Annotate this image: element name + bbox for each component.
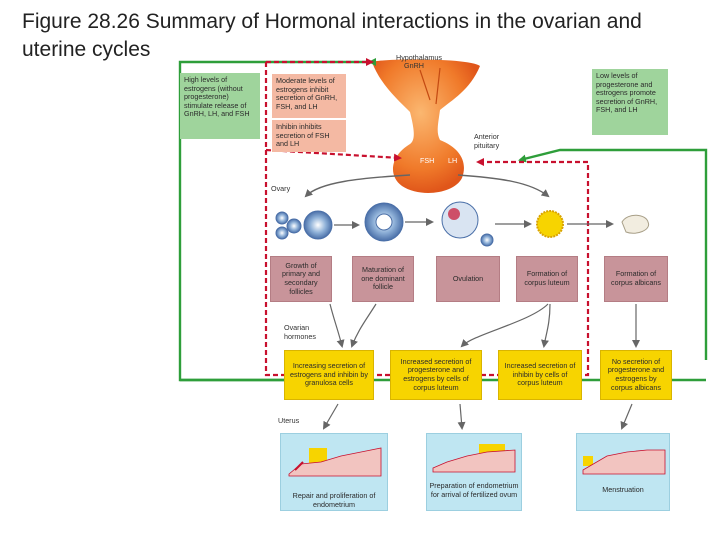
low-levels-box: Low levels of progesterone and estrogens… [592, 69, 668, 135]
endometrium-repair-illustration [288, 447, 382, 477]
label-fsh: FSH [420, 156, 435, 165]
uterus-arrows [322, 403, 633, 430]
uterus-panel-preparation: Preparation of endometrium for arrival o… [426, 433, 522, 511]
label-anterior-pituitary: Anterior pituitary [474, 132, 500, 150]
ovary-stage-2: Maturation of one dominant follicle [352, 256, 414, 302]
label-lh: LH [448, 156, 458, 165]
hormone-box-1: Increasing secretion of estrogens and in… [284, 350, 374, 400]
label-ovary: Ovary [271, 184, 291, 193]
uterus-panel-menstruation: Menstruation [576, 433, 670, 511]
label-hypothalamus: Hypothalamus [396, 53, 442, 62]
stage-arrows [334, 218, 614, 229]
uterus-caption-menstruation: Menstruation [602, 485, 644, 494]
hormone-box-2: Increased secretion of progesterone and … [390, 350, 482, 400]
endometrium-menstruation-illustration [582, 449, 666, 475]
red-dashed-feedback [264, 58, 590, 377]
hormone-arrows [329, 303, 640, 348]
label-uterus: Uterus [278, 416, 300, 425]
pituitary-to-ovary-arrows [304, 174, 550, 198]
ovary-stage-5: Formation of corpus albicans [604, 256, 668, 302]
slide-title: Figure 28.26 Summary of Hormonal interac… [22, 10, 642, 61]
inhibin-box: Inhibin inhibits secretion of FSH and LH [272, 120, 346, 152]
uterus-caption-preparation: Preparation of endometrium for arrival o… [429, 481, 519, 499]
moderate-estrogen-box: Moderate levels of estrogens inhibit sec… [272, 74, 346, 118]
endometrium-preparation-illustration [432, 444, 516, 473]
uterus-panel-repair: Repair and proliferation of endometrium [280, 433, 388, 511]
ovary-follicles [275, 201, 650, 247]
label-ovarian-hormones: Ovarian hormones [284, 323, 316, 341]
ovary-stage-3: Ovulation [436, 256, 500, 302]
label-gnrh: GnRH [404, 61, 424, 70]
high-estrogen-box: High levels of estrogens (without proges… [180, 73, 260, 139]
uterus-caption-repair: Repair and proliferation of endometrium [292, 491, 376, 509]
ovary-stage-1: Growth of primary and secondary follicle… [270, 256, 332, 302]
hormone-box-4: No secretion of progesterone and estroge… [600, 350, 672, 400]
hormone-box-3: Increased secretion of inhibin by cells … [498, 350, 582, 400]
pituitary-gland-illustration [372, 59, 480, 193]
ovary-stage-4: Formation of corpus luteum [516, 256, 578, 302]
